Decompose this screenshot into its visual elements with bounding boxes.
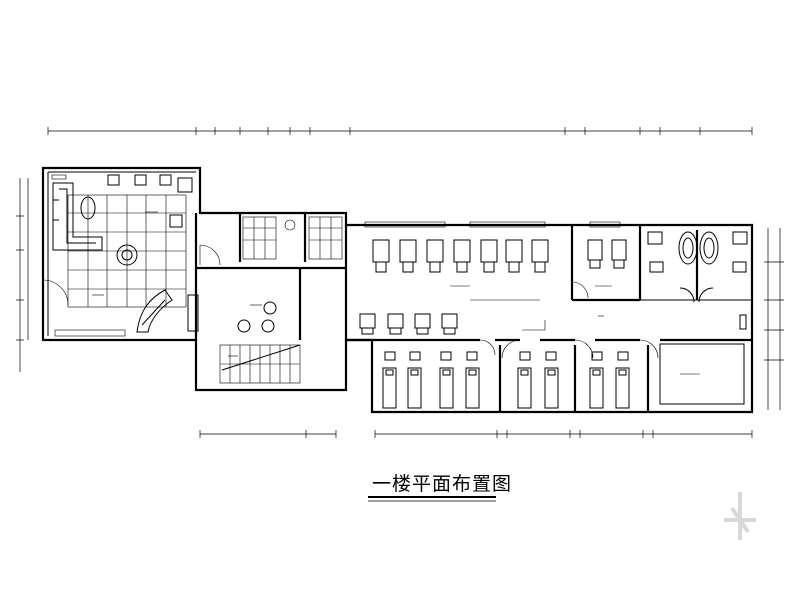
massage-beds-room-2 <box>517 351 559 409</box>
massage-beds-room-1 <box>382 351 480 409</box>
windows <box>51 174 621 337</box>
title-underline <box>368 496 496 502</box>
pool-area <box>659 343 745 405</box>
lobby-entrance-door <box>42 279 69 306</box>
massage-beds-room-3 <box>589 351 630 409</box>
recliner-row-lower <box>359 313 458 335</box>
toilet-block <box>242 216 343 260</box>
recliner-row-top <box>372 239 549 273</box>
tub-rooms <box>647 231 748 330</box>
vip-room-door <box>571 281 589 299</box>
hall-divider <box>470 299 546 331</box>
lobby-round-table-icon <box>116 244 138 266</box>
watermark-mark <box>724 492 756 540</box>
room-doors <box>479 339 659 359</box>
staircase <box>219 344 301 384</box>
exterior-walls <box>41 166 754 414</box>
top-dimension-line <box>47 127 753 135</box>
foyer-tables <box>187 294 277 333</box>
vip-room-recliners <box>587 239 627 269</box>
room-label-marks <box>92 211 700 375</box>
left-dimension-line <box>16 178 29 372</box>
lobby-floor-grid <box>67 194 187 308</box>
right-dimension-line <box>764 228 784 410</box>
corridor-door <box>199 244 221 266</box>
lobby-plant-icon <box>80 196 96 220</box>
lobby-chairs <box>107 174 193 228</box>
drawing-title: 一楼平面布置图 <box>372 473 512 495</box>
lobby-sofa <box>52 182 103 251</box>
bottom-dimension-lines <box>199 430 753 438</box>
reception-desk <box>136 289 173 333</box>
interior-walls <box>194 213 752 412</box>
